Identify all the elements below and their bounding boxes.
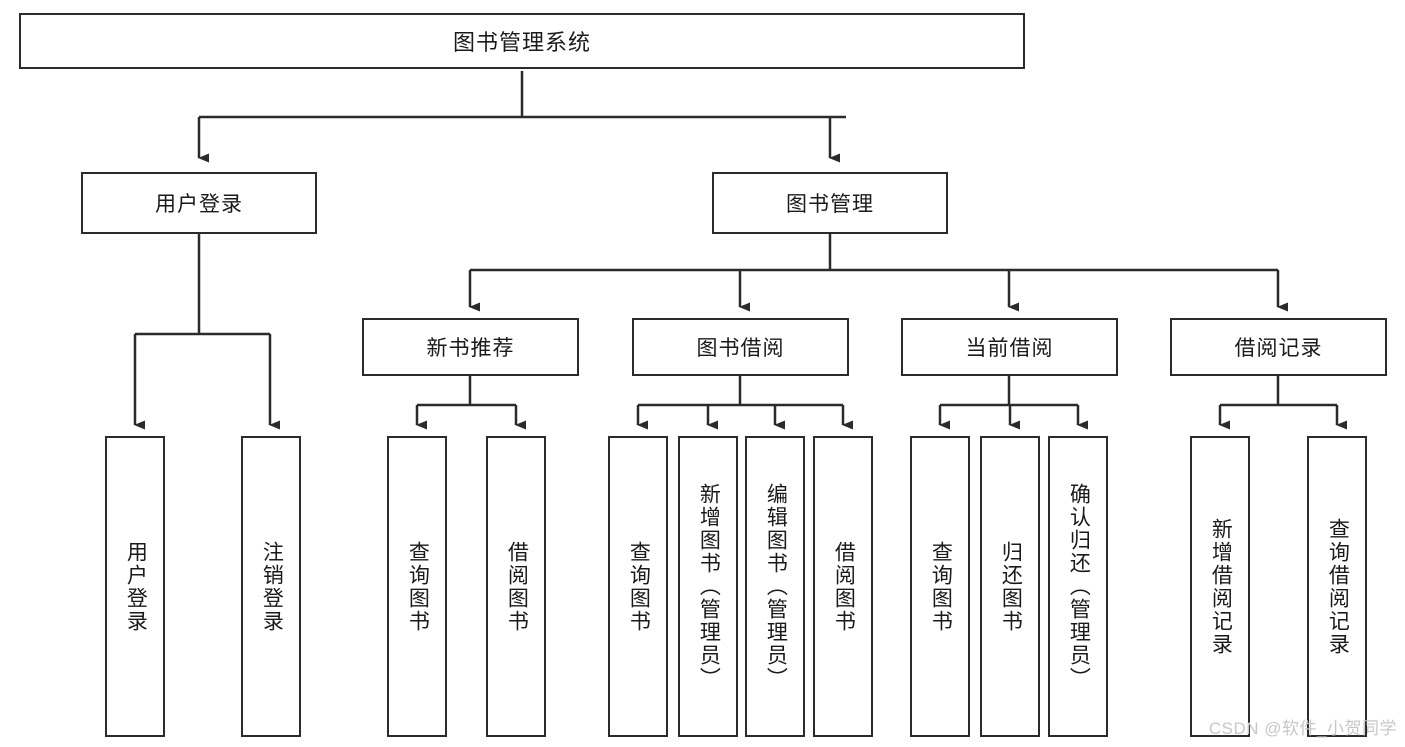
node-label: 注销登录 [260,540,284,633]
node-label: 借阅记录 [1234,337,1323,360]
leaf-borrow-borrow-book[interactable]: 借阅图书 [813,436,873,737]
node-label: 查询图书 [627,540,651,633]
leaf-record-query-record[interactable]: 查询借阅记录 [1307,436,1367,737]
node-label: 确认归还（管理员） [1067,483,1091,690]
node-root-book-management-system[interactable]: 图书管理系统 [19,13,1025,69]
leaf-current-query-book[interactable]: 查询图书 [910,436,970,737]
leaf-borrow-edit-book-admin[interactable]: 编辑图书（管理员） [745,436,805,737]
leaf-user-login-logout[interactable]: 注销登录 [241,436,301,737]
leaf-current-confirm-return-admin[interactable]: 确认归还（管理员） [1048,436,1108,737]
node-label: 借阅图书 [505,540,529,633]
leaf-recommend-query-book[interactable]: 查询图书 [387,436,447,737]
leaf-recommend-borrow-book[interactable]: 借阅图书 [486,436,546,737]
node-new-book-recommend[interactable]: 新书推荐 [362,318,579,376]
node-book-borrow[interactable]: 图书借阅 [632,318,849,376]
node-label: 图书借阅 [696,337,785,360]
node-label: 查询借阅记录 [1326,517,1350,656]
leaf-borrow-query-book[interactable]: 查询图书 [608,436,668,737]
node-label: 查询图书 [929,540,953,633]
node-borrow-record[interactable]: 借阅记录 [1170,318,1387,376]
watermark-text: CSDN @软件_小贺同学 [1208,719,1397,738]
node-label: 图书管理系统 [452,30,591,55]
node-label: 归还图书 [999,540,1023,633]
node-current-borrow[interactable]: 当前借阅 [901,318,1118,376]
node-label: 查询图书 [406,540,430,633]
node-label: 新增图书（管理员） [697,483,721,690]
node-label: 借阅图书 [832,540,856,633]
node-label: 新增借阅记录 [1209,517,1233,656]
leaf-record-add-record[interactable]: 新增借阅记录 [1190,436,1250,737]
node-label: 编辑图书（管理员） [764,483,788,690]
node-label: 用户登录 [155,193,243,216]
leaf-borrow-add-book-admin[interactable]: 新增图书（管理员） [678,436,738,737]
node-label: 用户登录 [124,540,148,633]
leaf-current-return-book[interactable]: 归还图书 [980,436,1040,737]
node-label: 当前借阅 [965,337,1054,360]
node-label: 图书管理 [786,193,874,216]
node-user-login[interactable]: 用户登录 [81,172,317,234]
leaf-user-login-login[interactable]: 用户登录 [105,436,165,737]
node-book-management[interactable]: 图书管理 [712,172,948,234]
node-label: 新书推荐 [426,337,515,360]
